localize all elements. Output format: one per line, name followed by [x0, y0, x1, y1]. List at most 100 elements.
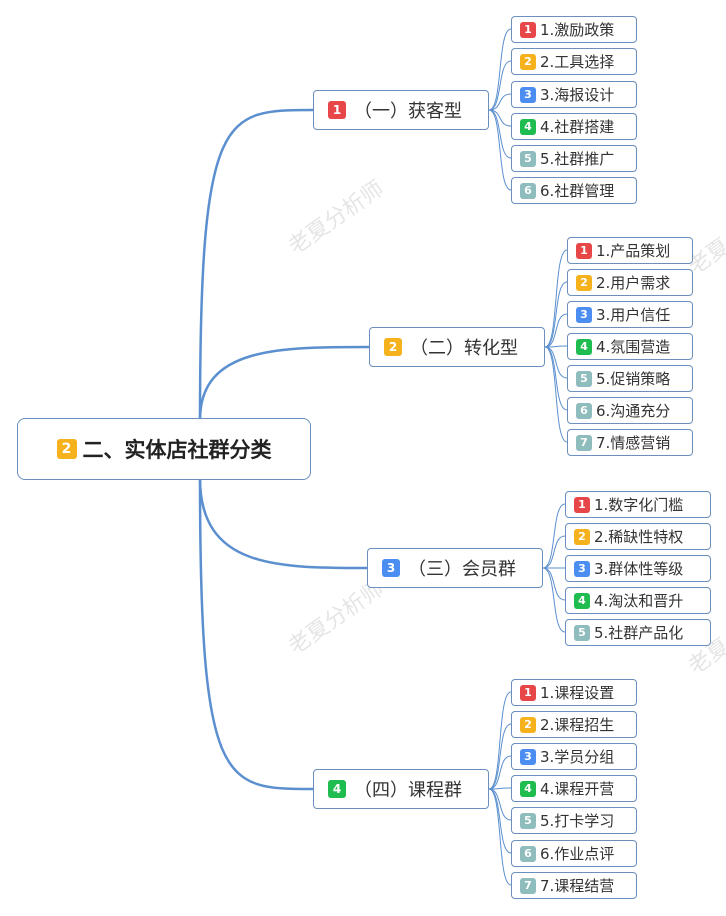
branch-node[interactable]: 3 （三）会员群 — [367, 548, 543, 588]
root-node[interactable]: 2 二、实体店社群分类 — [17, 418, 311, 480]
leaf-connector — [488, 109, 512, 191]
leaf-label: 6.沟通充分 — [596, 402, 671, 420]
priority-badge: 1 — [520, 21, 536, 38]
leaf-label: 1.激励政策 — [540, 21, 615, 39]
leaf-label: 1.课程设置 — [540, 684, 615, 702]
priority-badge: 2 — [384, 338, 402, 356]
priority-badge: 3 — [382, 559, 400, 577]
branch-connector — [198, 477, 368, 570]
priority-badge: 2 — [520, 716, 536, 733]
leaf-label: 5.社群产品化 — [594, 624, 684, 642]
leaf-connector — [488, 788, 512, 821]
priority-badge: 4 — [576, 338, 592, 355]
priority-badge: 6 — [520, 845, 536, 862]
priority-badge: 2 — [520, 53, 536, 70]
priority-badge: 5 — [520, 150, 536, 167]
priority-badge: 2 — [56, 439, 77, 459]
leaf-connector — [544, 346, 568, 443]
branch-label: （二）转化型 — [410, 338, 518, 359]
leaf-label: 6.社群管理 — [540, 182, 615, 200]
branch-label: （四）课程群 — [354, 780, 462, 801]
leaf-label: 2.稀缺性特权 — [594, 528, 684, 546]
priority-badge: 1 — [328, 101, 346, 119]
leaf-label: 1.产品策划 — [596, 242, 671, 260]
priority-badge: 7 — [576, 434, 592, 451]
leaf-label: 5.社群推广 — [540, 150, 615, 168]
priority-badge: 4 — [574, 592, 590, 609]
priority-badge: 1 — [520, 684, 536, 701]
leaf-connector — [542, 567, 566, 633]
priority-badge: 1 — [576, 242, 592, 259]
priority-badge: 3 — [520, 86, 536, 103]
leaf-label: 1.数字化门槛 — [594, 496, 684, 514]
priority-badge: 7 — [520, 877, 536, 894]
branch-connector — [198, 345, 370, 421]
leaf-connector — [544, 281, 568, 348]
leaf-label: 7.课程结营 — [540, 877, 615, 895]
leaf-connector — [544, 345, 568, 348]
priority-badge: 4 — [520, 118, 536, 135]
branch-node[interactable]: 4（四）课程群 — [313, 769, 489, 809]
priority-badge: 6 — [520, 182, 536, 199]
priority-badge: 5 — [520, 812, 536, 829]
leaf-label: 2.课程招生 — [540, 716, 615, 734]
branch-node[interactable]: 2 （二）转化型 — [369, 327, 545, 367]
root-label: 二、实体店社群分类 — [82, 438, 272, 462]
leaf-connector — [544, 346, 568, 411]
leaf-label: 5.促销策略 — [596, 370, 671, 388]
leaf-label: 4.淘汰和晋升 — [594, 592, 684, 610]
leaf-connector — [488, 788, 512, 854]
priority-badge: 2 — [574, 528, 590, 545]
leaf-label: 5.打卡学习 — [540, 812, 615, 830]
priority-badge: 4 — [520, 780, 536, 797]
leaf-connector — [488, 787, 512, 790]
leaf-connector — [488, 60, 512, 111]
priority-badge: 2 — [576, 274, 592, 291]
branch-label: （三）会员群 — [408, 559, 516, 580]
leaf-label: 7.情感营销 — [596, 434, 671, 452]
priority-badge: 6 — [576, 402, 592, 419]
leaf-connector — [542, 535, 566, 569]
leaf-label: 3.海报设计 — [540, 86, 615, 104]
branch-connector — [198, 108, 314, 421]
leaf-label: 6.作业点评 — [540, 845, 615, 863]
priority-badge: 1 — [574, 496, 590, 513]
priority-badge: 3 — [520, 748, 536, 765]
branch-node[interactable]: 1（一）获客型 — [313, 90, 489, 130]
leaf-connector — [488, 755, 512, 790]
priority-badge: 3 — [576, 306, 592, 323]
leaf-connector — [544, 313, 568, 348]
leaf-connector — [488, 723, 512, 790]
leaf-connector — [542, 567, 566, 601]
leaf-connector — [542, 503, 566, 569]
leaf-label: 4.课程开营 — [540, 780, 615, 798]
leaf-connector — [488, 691, 512, 790]
leaf-label: 3.群体性等级 — [594, 560, 684, 578]
